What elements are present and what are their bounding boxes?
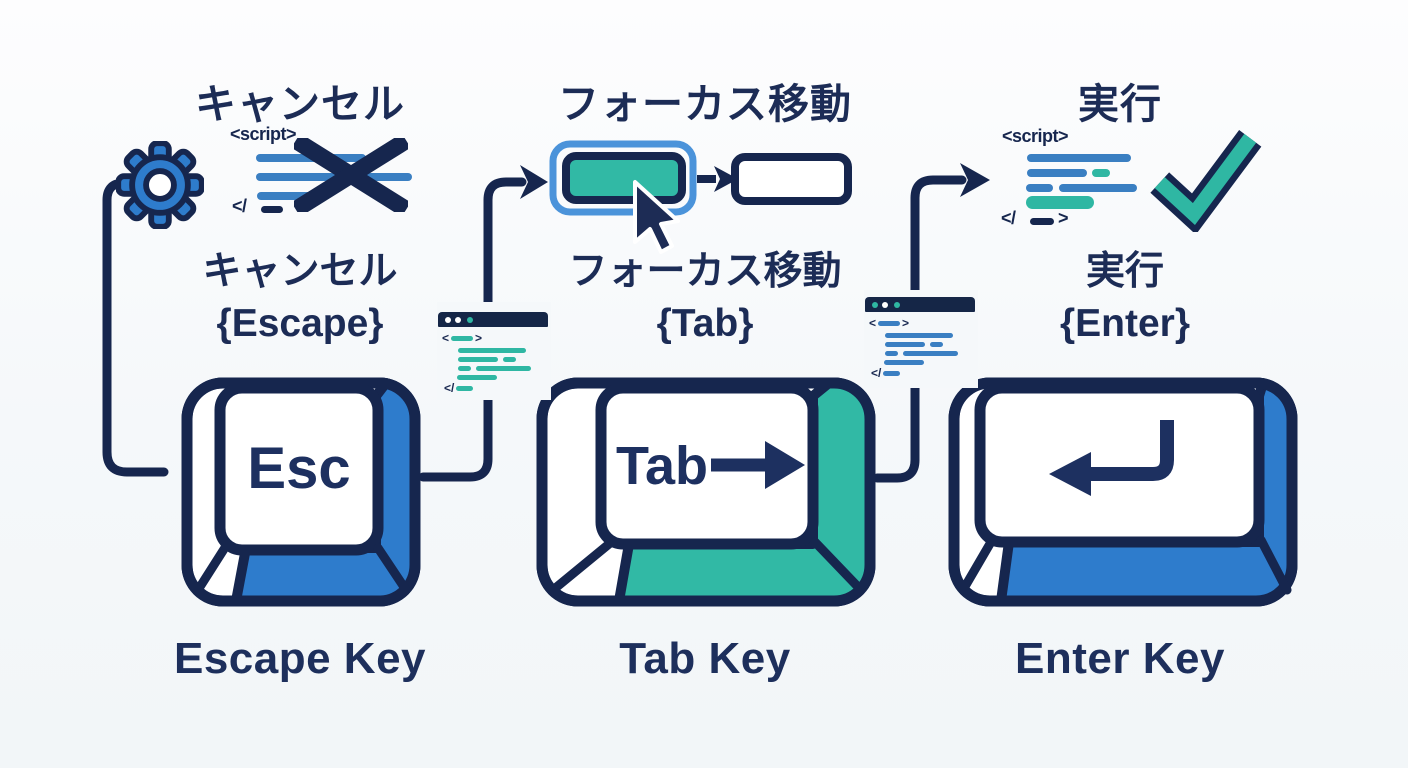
x-mark-icon [294,138,408,212]
tab-action-line2: {Tab} [656,302,754,346]
checkmark-icon [1150,130,1262,232]
angle-close: > [902,316,910,330]
code-line [476,366,531,371]
code-window-icon: < > </ [864,290,978,388]
script-close-tag: </ [232,196,247,216]
script-open-tag: <script> [1002,126,1069,146]
angle-open: < [869,316,877,330]
code-tag-row: < > [442,331,482,345]
mouse-cursor-icon [633,180,680,254]
code-dash [1030,218,1054,225]
code-line [458,357,498,362]
escape-keycap-label: Esc [247,436,350,501]
code-tag-row: < > [869,316,909,330]
escape-action-line2: {Escape} [216,302,384,346]
code-window-titlebar [865,297,975,312]
code-window-icon: < > </ [437,302,551,400]
tab-action-label: フォーカス移動 {Tab} [525,246,885,351]
focus-move-illustration [549,140,852,254]
script-block-cancel: <script> </ [228,124,428,224]
escape-action-label: キャンセル {Escape} [160,246,440,351]
window-dot [445,316,451,323]
focus-ring [549,140,697,216]
code-line [1059,184,1137,192]
code-line [885,342,925,347]
window-dot [894,301,900,308]
code-line [885,333,953,338]
code-line [930,342,943,347]
escape-action-line1: キャンセル [202,250,398,293]
arrowhead-into-focus [520,165,548,199]
enter-action-line2: {Enter} [1059,302,1191,346]
unfocused-field [731,153,852,205]
code-line [1092,169,1110,177]
window-dot [872,301,878,308]
close-token: </ [871,366,882,380]
code-close-row: </ [871,366,901,380]
angle-open: < [442,331,450,345]
code-close-row: </ [444,381,474,395]
arrow-right-icon [765,441,805,489]
code-line [885,351,898,356]
enter-action-label: 実行 {Enter} [1000,246,1250,351]
code-line [1027,154,1131,162]
tab-keycap-label: Tab [616,436,708,496]
script-close-tag: </ [1001,208,1016,228]
return-arrow-icon [1049,420,1174,496]
gear-icon [116,141,204,229]
window-dot [467,316,473,323]
script-close-angle: > [1058,208,1069,228]
code-line [1026,196,1094,209]
code-line [503,357,516,362]
arrow-right-icon [714,166,738,192]
enter-heading: 実行 [1078,81,1162,127]
arrowhead-into-script [960,163,990,197]
enter-action-line1: 実行 [1085,250,1164,293]
code-line [257,192,325,200]
escape-heading: キャンセル [195,81,405,127]
script-block-run: <script> </ > [1000,122,1270,237]
code-window-titlebar [438,312,548,327]
tab-action-line1: フォーカス移動 [568,250,842,293]
code-dash [261,206,283,213]
window-dot [455,316,461,323]
focused-field [562,152,686,204]
code-line [458,348,526,353]
script-open-tag: <script> [230,124,297,144]
close-token: </ [444,381,455,395]
tab-keycap: Tab [536,377,876,607]
escape-key-name: Escape Key [173,634,427,683]
code-line [1027,169,1087,177]
tab-heading: フォーカス移動 [558,81,852,127]
code-line [884,360,924,365]
code-line [1026,184,1053,192]
code-line [903,351,958,356]
enter-keycap [948,377,1298,607]
enter-key-name: Enter Key [1015,634,1225,683]
angle-close: > [475,331,483,345]
window-dot [882,301,888,308]
code-line [457,375,497,380]
code-line [458,366,471,371]
tab-key-name: Tab Key [619,634,791,683]
escape-keycap: Esc [181,377,421,607]
